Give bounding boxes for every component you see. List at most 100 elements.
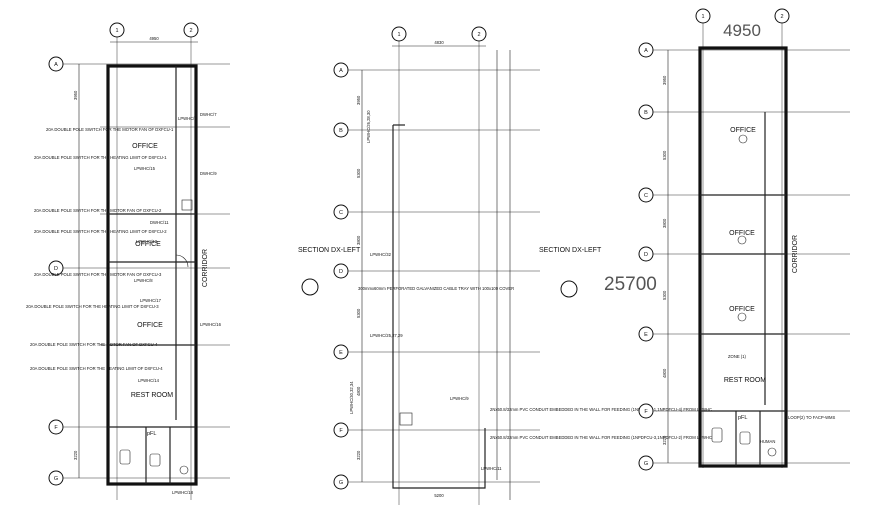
note-switch-motor-fan-4: 20A DOUBLE POLE SWITCH FOR THE MOTOR FAN… xyxy=(30,342,158,347)
note-switch-motor-fan-2: 20A DOUBLE POLE SWITCH FOR THE MOTOR FAN… xyxy=(34,208,162,213)
grid-label-row-A: A xyxy=(339,68,343,74)
circuit-tag: LPWHC/17 xyxy=(140,298,162,303)
dimension-row-ab: 3950 xyxy=(73,90,78,100)
note-switch-heating-4: 20A DOUBLE POLE SWITCH FOR THE HEATING L… xyxy=(30,366,163,371)
cable-tray-run xyxy=(392,125,486,489)
note-cable-tray: 300mmx60mm PERFORATED GALVANIZED CABLE T… xyxy=(358,286,514,291)
plan-1-electrical-layout: 1 2 4950 A D F G 3950 3220 xyxy=(26,22,230,500)
room-rest-room: REST ROOM xyxy=(131,392,173,399)
grid-label-row-F: F xyxy=(644,409,648,415)
note-human: HUMAN xyxy=(760,439,775,444)
room-office-5: OFFICE xyxy=(729,230,755,237)
dimension-row-fg: 3220 xyxy=(356,450,361,460)
circuit-tag: LPWHC/13 xyxy=(136,239,158,244)
grid-label-col-1: 1 xyxy=(397,32,400,38)
smoke-detector-icon xyxy=(737,312,747,322)
grid-label-row-G: G xyxy=(339,480,343,486)
grid-label-row-A: A xyxy=(54,62,58,68)
grid-label-col-1: 1 xyxy=(701,14,704,20)
room-office-3: OFFICE xyxy=(137,322,163,329)
circuit-tag: LPWHC/32 xyxy=(370,252,392,257)
circuit-tag: LPWHC/8 xyxy=(134,278,153,283)
plan-3-fire-alarm-layout: 1 2 4950 A B C D E F G 3950 5300 3800 53… xyxy=(604,8,850,471)
dimension-plan2-bottom: 5200 xyxy=(434,493,444,498)
dimension-row-bc: 5300 xyxy=(356,168,361,178)
grid-label-row-D: D xyxy=(339,269,343,275)
circuit-tag: DWHC/9 xyxy=(200,171,217,176)
circuit-tag: DWHC/11 xyxy=(150,220,169,225)
room-rest-room-2: REST ROOM xyxy=(724,377,766,384)
dimension-row-ab: 3950 xyxy=(356,95,361,105)
dimension-row-de: 5300 xyxy=(662,290,667,300)
circuit-tag: LPWHC/9 xyxy=(450,396,469,401)
note-switch-motor-fan-1: 20A DOUBLE POLE SWITCH FOR THE MOTOR FAN… xyxy=(46,127,174,132)
grid-label-row-B: B xyxy=(339,128,343,134)
grid-label-row-F: F xyxy=(339,428,343,434)
plan1-outer-wall xyxy=(106,64,198,486)
circuit-tag: LPWHC/11 xyxy=(481,466,502,471)
dimension-plan3-total-length: 25700 xyxy=(604,274,657,295)
circuit-tag: LPWHC/14 xyxy=(138,378,160,383)
note-conduit-1: 2Nx50.8/32mm PVC CONDUIT EMBEDDED IN THE… xyxy=(490,407,712,412)
dimension-row-ef: 4800 xyxy=(662,368,667,378)
circuit-tag: LPWHC/16 xyxy=(200,322,222,327)
dimension-plan2-width: 4830 xyxy=(434,40,444,45)
grid-label-col-2: 2 xyxy=(780,14,783,20)
note-switch-heating-1: 20A DOUBLE POLE SWITCH FOR THE HEATING L… xyxy=(34,155,167,160)
door-swing-icon xyxy=(175,254,189,268)
circuit-tag: LPWHC/15 xyxy=(134,166,156,171)
room-office-1: OFFICE xyxy=(132,143,158,150)
circuit-tag: LPWHC/25,27,29 xyxy=(370,333,403,338)
grid-label-col-2: 2 xyxy=(477,32,480,38)
section-marker-icon xyxy=(301,278,319,296)
plan-2-cable-tray-layout: 1 2 4830 A B C D E F G 3950 5300 3800 53… xyxy=(298,26,712,505)
room-pfl-1: pFL xyxy=(147,431,156,437)
dimension-plan1-width: 4950 xyxy=(149,36,159,41)
grid-label-row-B: B xyxy=(644,110,648,116)
grid-label-row-D: D xyxy=(644,252,648,258)
toilet-icon xyxy=(149,453,161,467)
note-zone: ZONE (1) xyxy=(728,354,747,359)
circuit-tag: LPWHC/26,28,30 xyxy=(366,110,371,143)
grid-label-row-C: C xyxy=(339,210,343,216)
toilet-icon xyxy=(739,431,751,445)
sink-icon xyxy=(767,447,777,457)
note-switch-heating-2: 20A DOUBLE POLE SWITCH FOR THE HEATING L… xyxy=(34,229,167,234)
dimension-row-de: 5300 xyxy=(356,308,361,318)
dimension-row-fg: 3220 xyxy=(662,435,667,445)
sink-icon xyxy=(179,465,189,475)
note-switch-motor-fan-3: 20A DOUBLE POLE SWITCH FOR THE MOTOR FAN… xyxy=(34,272,162,277)
circuit-tag: LPWHC/30,32,34 xyxy=(349,381,354,414)
grid-label-row-A: A xyxy=(644,48,648,54)
circuit-tag: LPWHC/9 xyxy=(178,116,197,121)
toilet-icon xyxy=(119,449,131,465)
note-switch-heating-3: 20A DOUBLE POLE SWITCH FOR THE HEATING L… xyxy=(26,304,159,309)
grid-label-col-2: 2 xyxy=(189,28,192,34)
grid-label-row-C: C xyxy=(644,193,648,199)
plan3-outer-wall xyxy=(698,46,788,468)
grid-label-row-E: E xyxy=(644,332,648,338)
section-marker-icon xyxy=(560,280,578,298)
room-office-6: OFFICE xyxy=(729,306,755,313)
room-office-2: OFFICE xyxy=(135,241,161,248)
dimension-row-bc: 5300 xyxy=(662,150,667,160)
dimension-row-cd: 3800 xyxy=(356,235,361,245)
junction-box-icon xyxy=(399,412,413,426)
dimension-row-ef: 4800 xyxy=(356,386,361,396)
door-swing-icon xyxy=(181,199,193,211)
toilet-icon xyxy=(711,427,723,443)
note-loop: LOOP(2) TO FACP-WMS xyxy=(788,415,836,420)
dimension-row-fg: 3220 xyxy=(73,450,78,460)
dimension-plan3-width: 4950 xyxy=(723,21,761,40)
smoke-detector-icon xyxy=(738,134,748,144)
room-pfl-2: pFL xyxy=(738,415,747,421)
grid-label-row-G: G xyxy=(54,476,58,482)
smoke-detector-icon xyxy=(737,235,747,245)
circuit-tag: DWHC/7 xyxy=(200,112,217,117)
section-label-left: SECTION DX-LEFT xyxy=(298,247,361,254)
circuit-tag: LPWHC/18 xyxy=(172,490,194,495)
dimension-row-cd: 3800 xyxy=(662,218,667,228)
room-corridor-2: CORRIDOR xyxy=(792,235,799,273)
room-corridor-1: CORRIDOR xyxy=(202,249,209,287)
